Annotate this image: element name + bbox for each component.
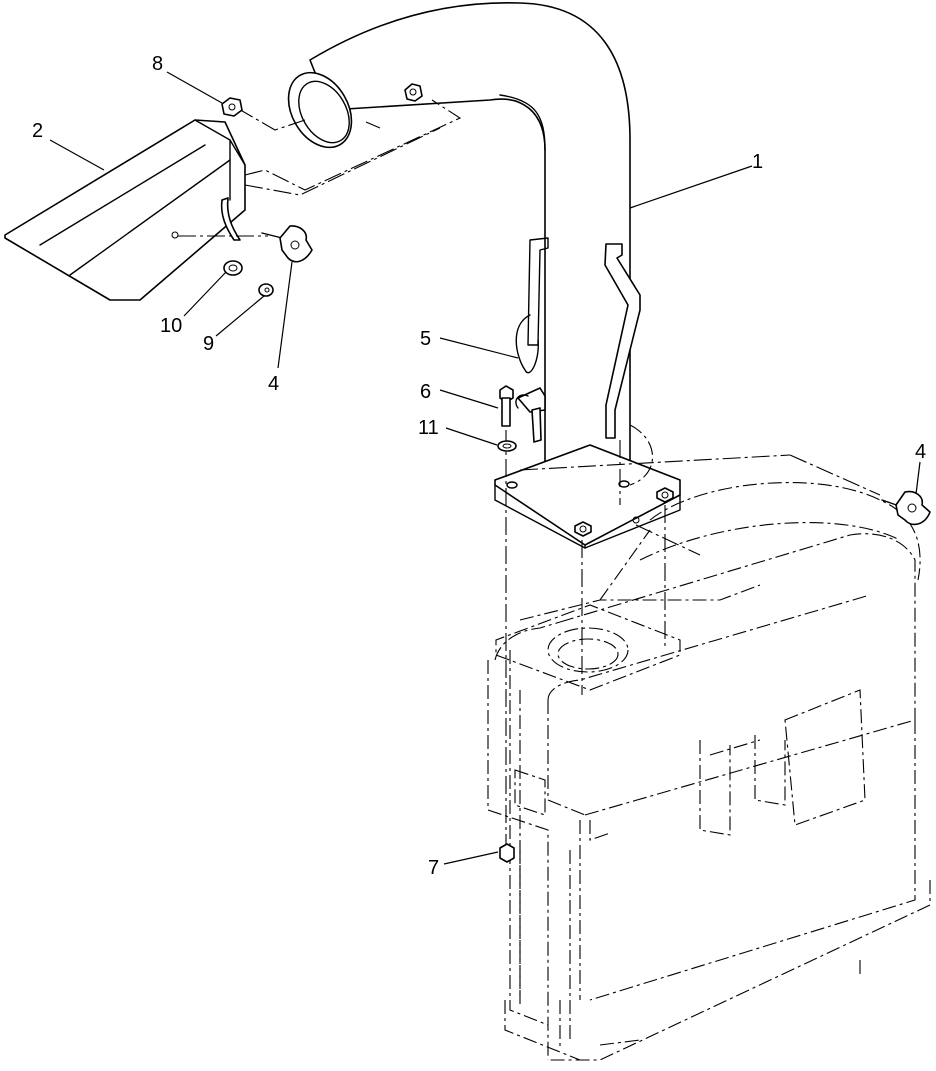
callout-1: 1	[752, 151, 763, 173]
nut-item-7	[499, 843, 515, 863]
deflector	[4, 119, 246, 301]
discharge-tube	[287, 2, 681, 549]
callout-9: 9	[203, 333, 214, 355]
knob-item-4-right	[881, 490, 931, 526]
callout-6: 6	[420, 381, 431, 403]
knob-item-4-left	[261, 225, 313, 263]
tube-nut	[404, 83, 423, 102]
leader-lines	[49, 71, 921, 865]
assembly-lines	[178, 99, 881, 845]
callout-4-left: 4	[268, 373, 279, 395]
callout-labels: 1 2 4 4 5 6 7 8 9 10 11	[32, 53, 926, 879]
phantom-housing	[487, 482, 931, 1061]
callout-11: 11	[418, 417, 439, 439]
nut-item-8	[221, 97, 243, 117]
callout-8: 8	[152, 53, 163, 75]
washer-item-11	[497, 440, 517, 452]
callout-10: 10	[160, 315, 182, 337]
bolt-item-6	[499, 385, 514, 427]
callout-5: 5	[420, 328, 431, 350]
washer-item-10	[223, 260, 243, 276]
callout-7: 7	[428, 857, 439, 879]
callout-2: 2	[32, 120, 43, 142]
screw-item-9	[258, 283, 274, 297]
flange-bolt	[574, 487, 674, 537]
callout-4-right: 4	[915, 441, 926, 463]
